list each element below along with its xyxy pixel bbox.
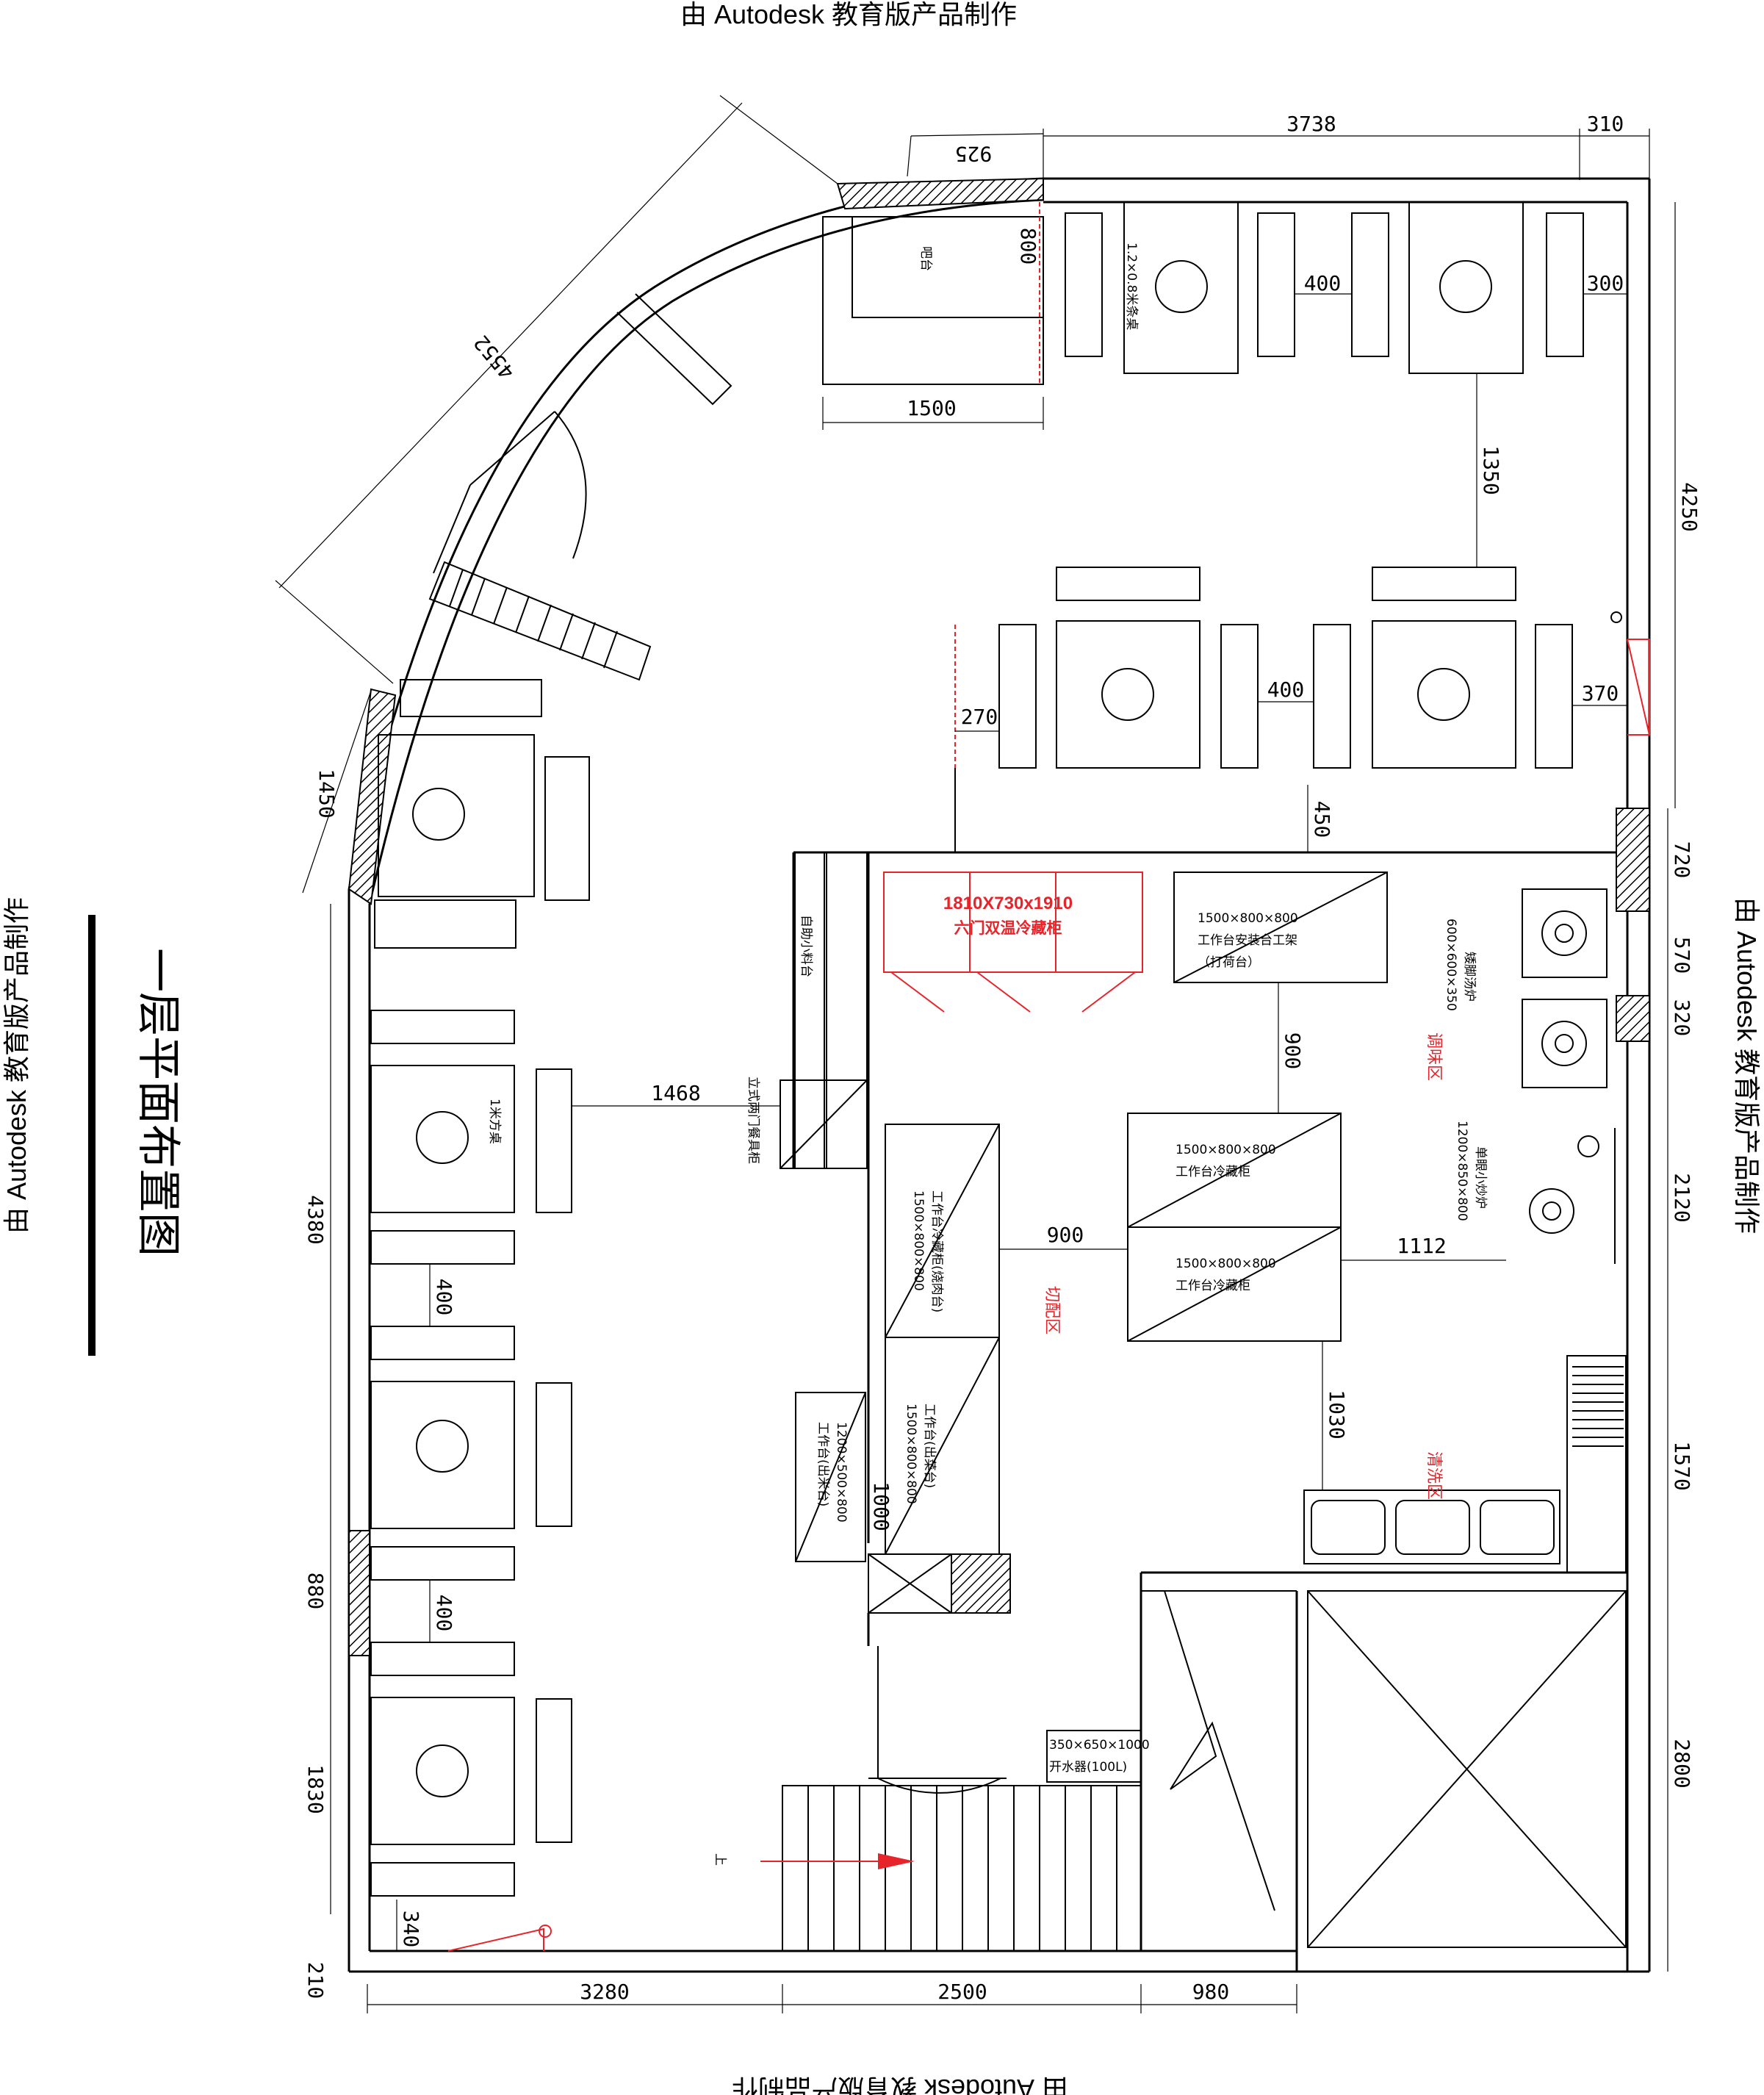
bench-mid2-name: 工作台冷藏柜 (1176, 1279, 1250, 1293)
dim-4552: 4552 (469, 331, 519, 384)
dim-400a: 400 (1304, 271, 1342, 295)
top-dining: 1.2×0.8米条桌 (954, 201, 1650, 852)
watermark-top: 由 Autodesk 教育版产品制作 (680, 0, 1017, 29)
dim-925: 925 (955, 142, 993, 166)
cabinet-label: 立式两门餐具柜 (746, 1077, 760, 1164)
outer-walls (348, 177, 1651, 1973)
dim-1112: 1112 (1397, 1234, 1446, 1258)
dim-980: 980 (1192, 1980, 1230, 2004)
kitchen-equipment: 1500×800×800 工作台安装台工架 （打荷台） 600×600×350 … (795, 872, 1627, 1573)
refrigerator: 1810X730x1910 六门双温冷藏柜 (883, 872, 1143, 1013)
table-1m-label: 1米方桌 (487, 1099, 502, 1144)
bench-small-name: 工作台(出米台) (816, 1422, 830, 1506)
staircase: 上 (713, 1785, 1142, 1952)
bench-left1-spec: 1500×800×800 (911, 1190, 926, 1291)
grille (1572, 1366, 1624, 1447)
dim-1830: 1830 (303, 1764, 328, 1814)
dimension-lines: 3738 310 925 800 1500 4552 400 300 1350 … (275, 95, 1702, 2013)
bench-left2-spec: 1500×800×800 (904, 1404, 918, 1504)
self-serve-label: 自助小料台 (799, 915, 813, 977)
dim-400d: 400 (432, 1595, 456, 1632)
dim-880: 880 (303, 1573, 328, 1610)
table-1208-label: 1.2×0.8米条桌 (1124, 242, 1139, 330)
dim-1468: 1468 (651, 1081, 700, 1105)
drawing-title: 一层平面布置图 (88, 915, 184, 1356)
wok-name: 单眼小炒炉 (1473, 1146, 1488, 1209)
bench-mid1-name: 工作台冷藏柜 (1176, 1165, 1250, 1179)
fridge-name: 六门双温冷藏柜 (954, 919, 1062, 937)
bench-top-name: 工作台安装台工架 (1198, 933, 1297, 948)
dim-270: 270 (961, 705, 998, 729)
watermark-right: 由 Autodesk 教育版产品制作 (1732, 897, 1762, 1234)
stove-name: 矮脚汤炉 (1462, 952, 1477, 1002)
kitchen-walls: 自助小料台 立式两门餐具柜 (746, 851, 1616, 1543)
entrance (428, 293, 732, 681)
dim-2500: 2500 (937, 1980, 987, 2004)
dim-400c: 400 (432, 1279, 456, 1316)
left-dining: 1米方桌 (370, 679, 590, 1952)
dim-1000: 1000 (869, 1481, 893, 1531)
bar-label: 吧台 (918, 246, 933, 271)
dim-900b: 900 (1047, 1223, 1084, 1247)
dim-300: 300 (1587, 271, 1624, 295)
stove-spec: 600×600×350 (1444, 919, 1458, 1011)
wok-spec: 1200×850×800 (1455, 1121, 1469, 1221)
dim-3280: 3280 (580, 1980, 629, 2004)
bench-left1-name: 工作台冷藏柜(烧肉台) (929, 1190, 944, 1312)
dim-1500: 1500 (907, 396, 956, 420)
dim-1450: 1450 (314, 769, 339, 818)
dim-4380: 4380 (303, 1195, 328, 1244)
bench-mid2-spec: 1500×800×800 (1176, 1257, 1276, 1271)
dim-310: 310 (1587, 112, 1624, 136)
bench-mid1-spec: 1500×800×800 (1176, 1143, 1276, 1157)
dim-4250: 4250 (1677, 482, 1702, 531)
lower-rooms: 350×650×1000 开水器(100L) 上 (713, 1553, 1627, 1972)
dim-3738: 3738 (1286, 112, 1336, 136)
bar-counter: 吧台 (822, 202, 1044, 385)
watermark-left: 由 Autodesk 教育版产品制作 (1, 897, 32, 1234)
dim-720: 720 (1670, 841, 1694, 879)
dim-1350: 1350 (1479, 445, 1503, 495)
dim-400b: 400 (1267, 678, 1305, 702)
dim-2120: 2120 (1670, 1173, 1694, 1222)
dim-800: 800 (1016, 228, 1040, 265)
dim-1030: 1030 (1325, 1390, 1349, 1439)
watermark-bottom: 由 Autodesk 教育版产品制作 (732, 2074, 1068, 2095)
ramp (428, 561, 652, 681)
fridge-size: 1810X730x1910 (943, 894, 1073, 913)
title-text: 一层平面布置图 (132, 948, 184, 1257)
bench-small-spec: 1200×500×800 (834, 1422, 849, 1523)
bench-left2-name: 工作台(出菜台) (922, 1404, 937, 1488)
dim-320: 320 (1670, 999, 1694, 1037)
dim-210: 210 (303, 1962, 328, 1999)
zone-prep: 切配区 (1043, 1286, 1061, 1334)
dim-570: 570 (1670, 937, 1694, 974)
dim-2800: 2800 (1670, 1739, 1694, 1788)
boiler-name: 开水器(100L) (1049, 1760, 1127, 1775)
dim-450: 450 (1310, 801, 1334, 838)
boiler-spec: 350×650×1000 (1049, 1738, 1150, 1753)
dim-1570: 1570 (1670, 1441, 1694, 1490)
dim-900a: 900 (1281, 1032, 1305, 1070)
zone-wash: 清洗区 (1425, 1451, 1443, 1500)
dim-370: 370 (1582, 681, 1619, 705)
bench-top-note: （打荷台） (1198, 955, 1260, 970)
bench-top-spec: 1500×800×800 (1198, 911, 1298, 926)
dim-340: 340 (399, 1911, 423, 1948)
zone-cooking: 调味区 (1425, 1032, 1443, 1081)
up-label: 上 (713, 1853, 727, 1866)
